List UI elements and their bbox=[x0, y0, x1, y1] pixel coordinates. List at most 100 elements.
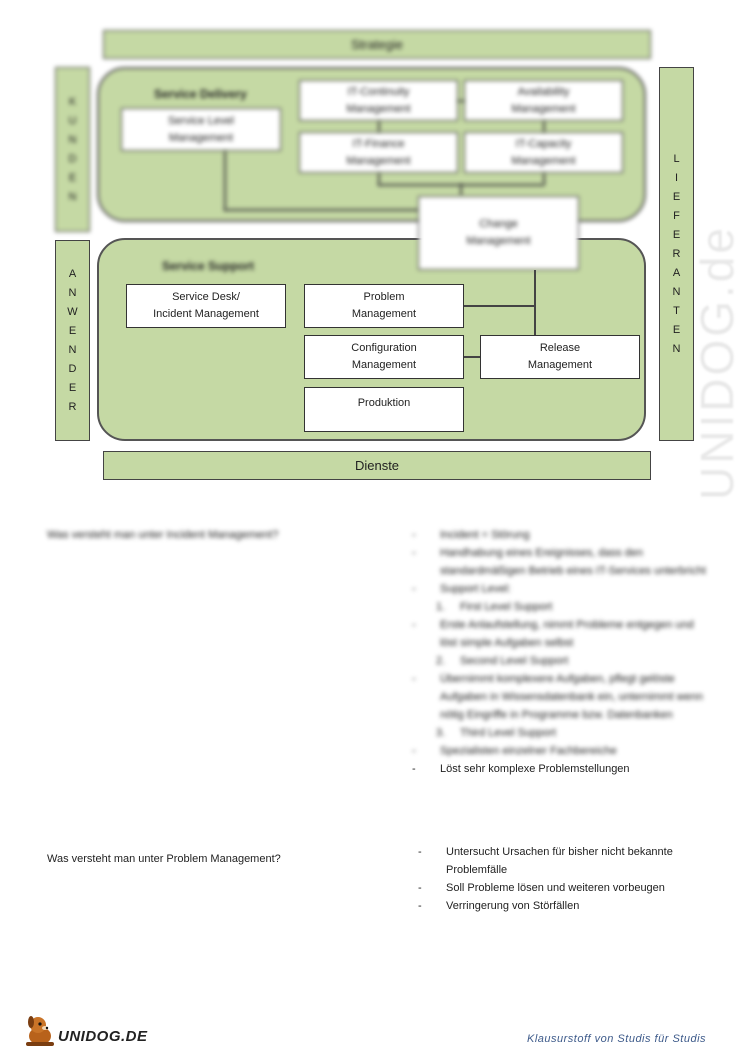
answer-item: Handhabung eines Ereignisses, dass den s… bbox=[410, 544, 710, 580]
connector bbox=[460, 184, 462, 196]
connector bbox=[534, 270, 536, 335]
kunden-letter: N bbox=[68, 190, 77, 203]
service-desk-line2: Incident Management bbox=[153, 308, 259, 320]
logo-text: UNIDOG.DE bbox=[58, 1028, 148, 1045]
release-line2: Management bbox=[527, 359, 593, 371]
anwender-letter: W bbox=[67, 305, 78, 318]
service-support-title: Service Support bbox=[162, 259, 255, 273]
connector bbox=[378, 121, 380, 132]
answer-item-text: Support Level: bbox=[440, 583, 511, 595]
lieferanten-letter: E bbox=[672, 323, 681, 336]
connector bbox=[464, 356, 480, 358]
answer-item-number: 3. bbox=[436, 727, 446, 739]
answer-item-number: 1. bbox=[436, 601, 446, 613]
lieferanten-letter: E bbox=[672, 228, 681, 241]
lieferanten-letter: F bbox=[673, 209, 680, 222]
it-finance-line2: Management bbox=[346, 154, 411, 167]
answer-item: 3. Third Level Support bbox=[410, 724, 710, 742]
anwender-letter: N bbox=[68, 286, 77, 299]
service-desk-line1: Service Desk/ bbox=[172, 291, 240, 303]
lieferanten-letter: R bbox=[672, 247, 681, 260]
answer-item-text: Löst sehr komplexe Problemstellungen bbox=[440, 763, 630, 775]
answer-item-text: Handhabung eines Ereignisses, dass den s… bbox=[440, 547, 706, 577]
anwender-letter: R bbox=[68, 400, 77, 413]
change-line1: Change bbox=[479, 218, 518, 230]
lieferanten-letter: A bbox=[672, 266, 681, 279]
lieferanten-letter: I bbox=[674, 171, 679, 184]
availability-line2: Management bbox=[511, 102, 576, 115]
service-level-box: Service Level Management bbox=[121, 108, 281, 151]
release-line1: Release bbox=[539, 342, 581, 354]
answer-list-problem: Untersucht Ursachen für bisher nicht bek… bbox=[416, 843, 716, 915]
connector bbox=[543, 121, 545, 132]
answer-item: Verringerung von Störfällen bbox=[416, 897, 716, 915]
dienste-band: Dienste bbox=[103, 451, 651, 480]
answer-item: 2. Second Level Support bbox=[410, 652, 710, 670]
answer-item: Incident = Störung bbox=[410, 526, 710, 544]
availability-box: Availability Management bbox=[464, 80, 623, 121]
it-capacity-line1: IT-Capacity bbox=[515, 137, 572, 150]
lieferanten-letter: T bbox=[673, 304, 680, 317]
anwender-letter: E bbox=[68, 381, 77, 394]
change-management-box: Change Management bbox=[418, 196, 579, 270]
kunden-letter: N bbox=[68, 133, 77, 146]
answer-item: Untersucht Ursachen für bisher nicht bek… bbox=[416, 843, 716, 879]
it-continuity-line2: Management bbox=[346, 102, 411, 115]
answer-item: Support Level: bbox=[410, 580, 710, 598]
produktion-box: Produktion bbox=[304, 387, 464, 432]
service-level-line1: Service Level bbox=[167, 114, 235, 127]
lieferanten-letter: N bbox=[672, 342, 681, 355]
answer-item-text: Third Level Support bbox=[460, 727, 556, 739]
answer-item: Spezialisten einzelner Fachbereiche bbox=[410, 742, 710, 760]
dienste-label: Dienste bbox=[354, 458, 400, 473]
answer-item: Löst sehr komplexe Problemstellungen bbox=[410, 760, 710, 778]
configuration-line1: Configuration bbox=[351, 342, 417, 354]
it-capacity-line2: Management bbox=[511, 154, 576, 167]
kunden-letter: K bbox=[68, 95, 77, 108]
anwender-letter: D bbox=[68, 362, 77, 375]
lieferanten-letter: E bbox=[672, 190, 681, 203]
problem-line1: Problem bbox=[363, 291, 405, 303]
configuration-line2: Management bbox=[351, 359, 417, 371]
answer-item-text: Soll Probleme lösen und weiteren vorbeug… bbox=[446, 882, 665, 894]
service-desk-box: Service Desk/ Incident Management bbox=[126, 284, 286, 328]
answer-item-number: 2. bbox=[436, 655, 446, 667]
service-delivery-title: Service Delivery bbox=[154, 87, 247, 101]
it-continuity-box: IT-Continuity Management bbox=[299, 80, 458, 121]
answer-item: Erste Anlaufstellung, nimmt Probleme ent… bbox=[410, 616, 710, 652]
question-incident: Was versteht man unter Incident Manageme… bbox=[47, 529, 279, 541]
configuration-management-box: Configuration Management bbox=[304, 335, 464, 379]
it-finance-line1: IT-Finance bbox=[352, 137, 405, 150]
anwender-letter: E bbox=[68, 324, 77, 337]
connector bbox=[543, 173, 545, 185]
it-continuity-line1: IT-Continuity bbox=[347, 85, 410, 98]
anwender-letter: N bbox=[68, 343, 77, 356]
connector bbox=[458, 100, 464, 102]
answer-item-text: Untersucht Ursachen für bisher nicht bek… bbox=[446, 846, 673, 876]
change-line2: Management bbox=[466, 235, 531, 247]
answer-item-text: Spezialisten einzelner Fachbereiche bbox=[440, 745, 617, 757]
connector bbox=[464, 305, 535, 307]
connector bbox=[378, 173, 380, 185]
lieferanten-letter: L bbox=[673, 152, 680, 165]
answer-item: Übernimmt komplexere Aufgaben, pflegt ge… bbox=[410, 670, 710, 724]
answer-item: 1. First Level Support bbox=[410, 598, 710, 616]
watermark: UNIDOG.de bbox=[691, 225, 743, 500]
unidog-logo: UNIDOG.DE bbox=[22, 1014, 152, 1048]
answer-item-text: First Level Support bbox=[460, 601, 553, 613]
it-finance-box: IT-Finance Management bbox=[299, 132, 458, 173]
answer-item: Soll Probleme lösen und weiteren vorbeug… bbox=[416, 879, 716, 897]
release-management-box: Release Management bbox=[480, 335, 640, 379]
anwender-letter: A bbox=[68, 267, 77, 280]
problem-management-box: Problem Management bbox=[304, 284, 464, 328]
connector bbox=[224, 151, 226, 210]
answer-list-incident: Incident = StörungHandhabung eines Ereig… bbox=[410, 526, 710, 778]
answer-item-text: Übernimmt komplexere Aufgaben, pflegt ge… bbox=[440, 673, 703, 721]
lieferanten-letter: N bbox=[672, 285, 681, 298]
kunden-letter: E bbox=[68, 171, 77, 184]
produktion-label: Produktion bbox=[357, 397, 411, 409]
kunden-letter: U bbox=[68, 114, 77, 127]
answer-item-text: Second Level Support bbox=[460, 655, 569, 667]
